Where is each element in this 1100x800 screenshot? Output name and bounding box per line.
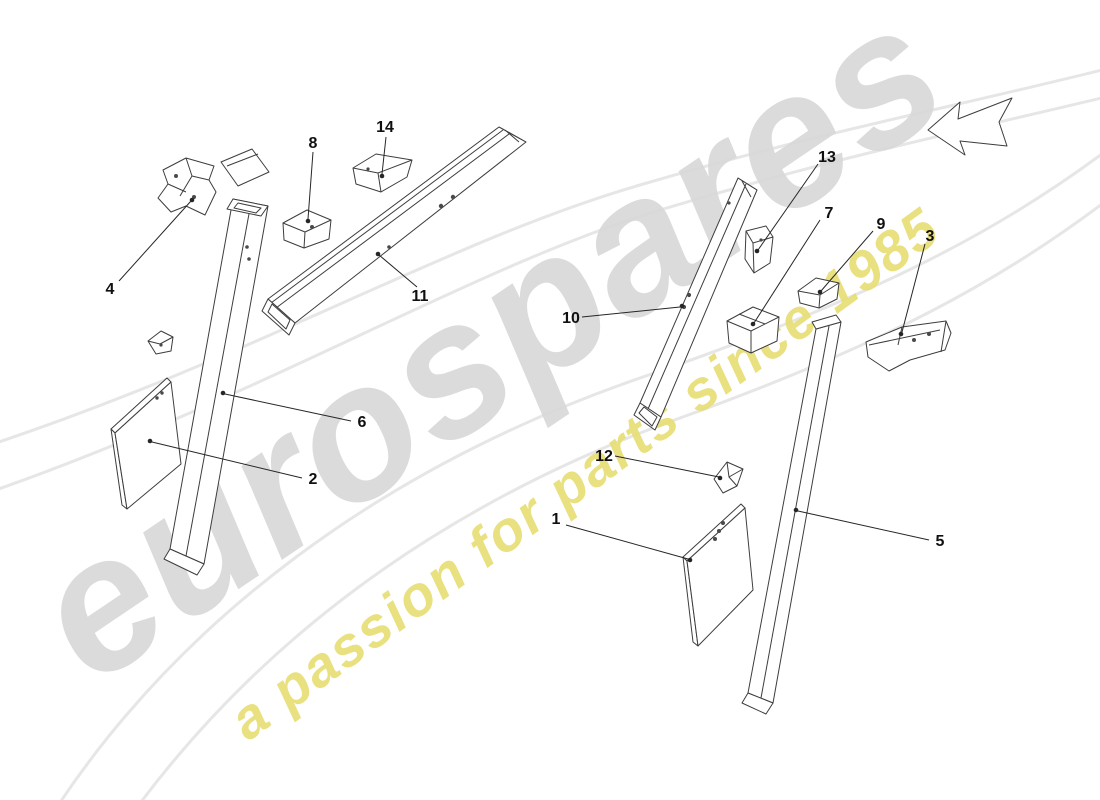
part-4-bracket xyxy=(157,157,217,216)
part-label-1[interactable]: 1 xyxy=(552,511,561,528)
part-label-7[interactable]: 7 xyxy=(825,205,834,222)
part-6-side-member xyxy=(163,198,269,576)
part-label-11[interactable]: 11 xyxy=(412,288,429,305)
part-3-bracket xyxy=(865,320,952,372)
part-label-13[interactable]: 13 xyxy=(818,149,836,166)
unlabeled-cover-plate xyxy=(220,148,270,187)
part-7-bracket xyxy=(726,306,780,354)
part-label-6[interactable]: 6 xyxy=(358,414,367,431)
part-label-5[interactable]: 5 xyxy=(936,533,945,550)
direction-arrow-icon xyxy=(927,97,1013,156)
part-5-side-member xyxy=(741,314,842,715)
part-2-side-panel xyxy=(110,377,182,510)
unlabeled-small-bracket xyxy=(147,330,174,355)
part-label-10[interactable]: 10 xyxy=(562,310,580,327)
part-11-cross-member xyxy=(261,126,527,336)
part-label-2[interactable]: 2 xyxy=(309,471,318,488)
callout-labels: 1 2 3 4 5 6 7 8 9 10 11 12 13 14 xyxy=(106,119,945,550)
part-12-clip xyxy=(713,461,744,494)
leader-lines xyxy=(118,136,930,563)
part-1-side-panel xyxy=(682,503,754,647)
part-label-3[interactable]: 3 xyxy=(926,228,935,245)
part-label-4[interactable]: 4 xyxy=(106,281,115,298)
part-8-bracket xyxy=(282,209,332,249)
part-label-12[interactable]: 12 xyxy=(595,448,613,465)
part-label-8[interactable]: 8 xyxy=(309,135,318,152)
part-label-9[interactable]: 9 xyxy=(877,216,886,233)
part-label-14[interactable]: 14 xyxy=(376,119,394,136)
